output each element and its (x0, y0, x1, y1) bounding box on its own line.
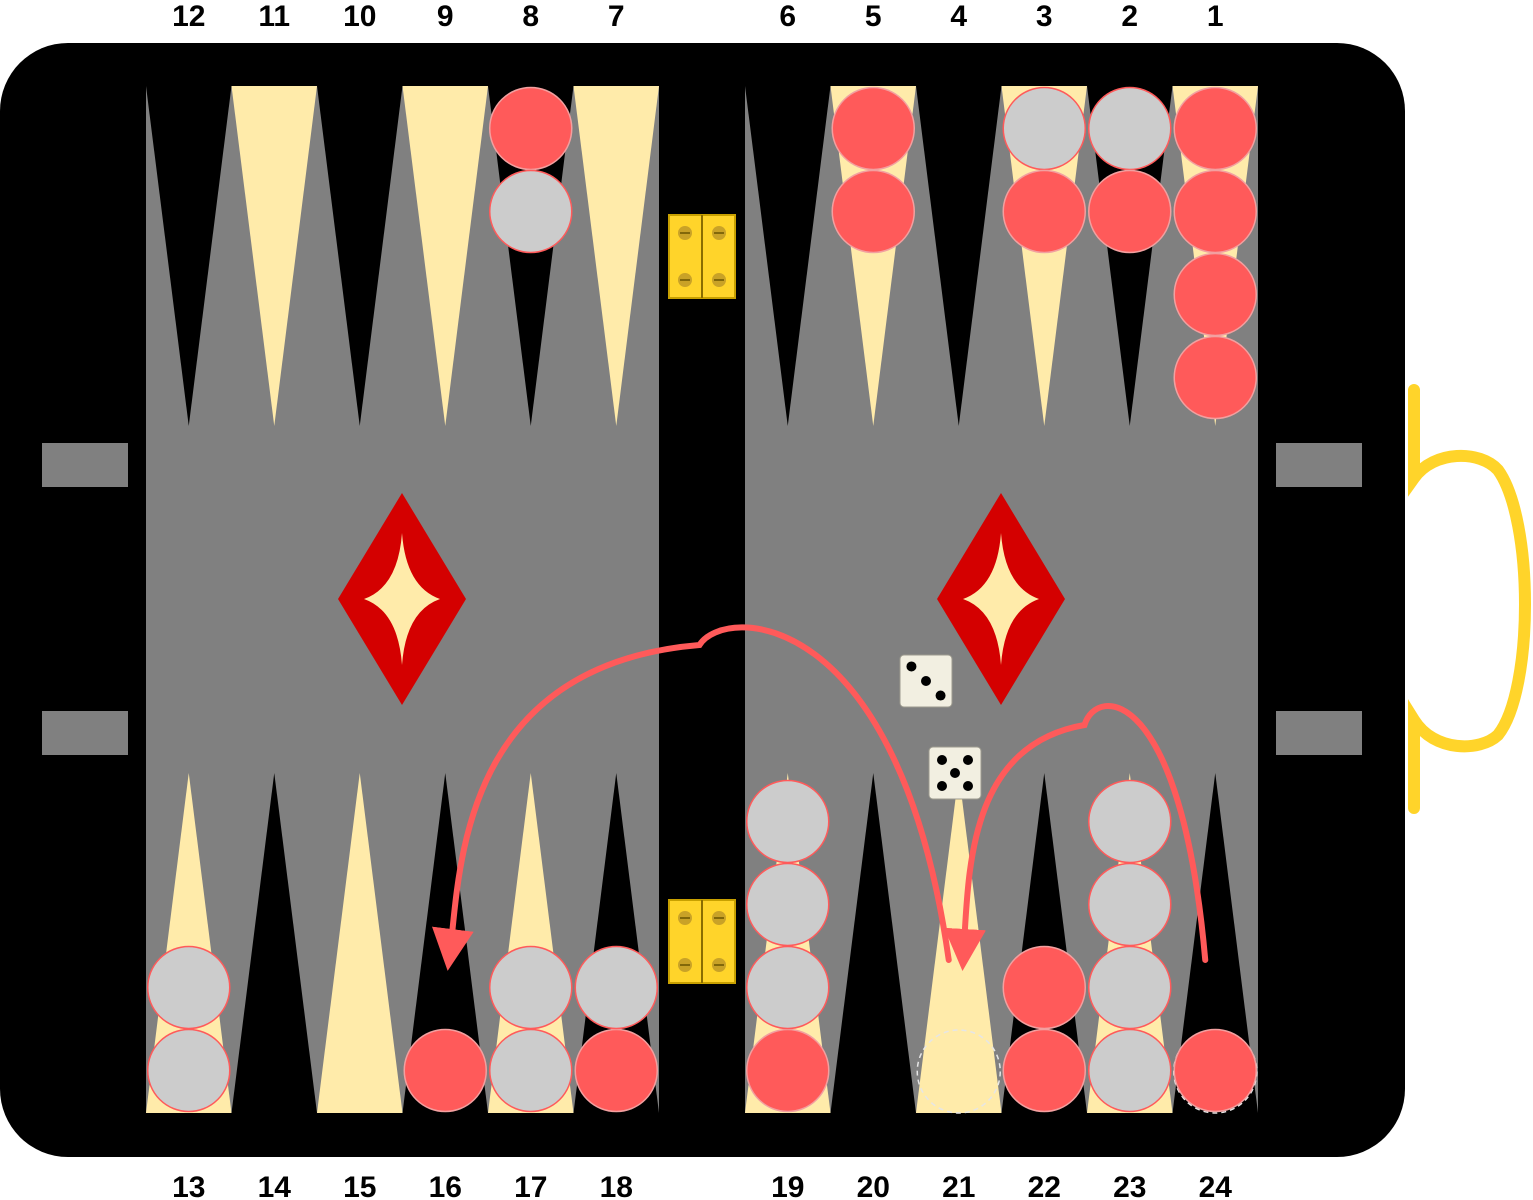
grey-checker[interactable] (1088, 86, 1172, 171)
point-label-3: 3 (1036, 0, 1053, 33)
point-label-21: 21 (942, 1171, 975, 1200)
point-17[interactable] (488, 773, 574, 1113)
handle (1408, 384, 1531, 814)
point-20[interactable] (830, 773, 917, 1113)
diamond-icon (338, 493, 466, 705)
point-12[interactable] (146, 86, 232, 426)
ghost-checker-21 (916, 1029, 1001, 1114)
point-label-14: 14 (258, 1171, 292, 1200)
diamond-icon (937, 493, 1065, 705)
grey-checker[interactable] (1088, 1028, 1172, 1113)
red-checker[interactable] (1173, 1028, 1257, 1113)
point-label-10: 10 (343, 0, 376, 33)
point-15[interactable] (317, 773, 403, 1113)
grey-checker[interactable] (489, 1028, 573, 1113)
point-label-23: 23 (1113, 1171, 1146, 1200)
grey-checker[interactable] (489, 169, 573, 254)
red-checker[interactable] (831, 86, 915, 171)
grey-checker[interactable] (147, 945, 231, 1030)
point-label-18: 18 (600, 1171, 633, 1200)
point-label-7: 7 (608, 0, 625, 33)
move-arrows (432, 624, 1209, 971)
red-checker[interactable] (1173, 252, 1257, 337)
die-2[interactable] (928, 746, 982, 800)
die-pip (950, 768, 960, 778)
grey-checker[interactable] (574, 945, 658, 1030)
point-18[interactable] (573, 773, 660, 1113)
grey-checker[interactable] (1088, 945, 1172, 1030)
point-label-12: 12 (172, 0, 205, 33)
point-label-5: 5 (865, 0, 882, 33)
die-pip (963, 755, 973, 765)
red-checker[interactable] (1173, 86, 1257, 171)
grey-checker[interactable] (147, 1028, 231, 1113)
red-checker[interactable] (1002, 169, 1086, 254)
grey-checker[interactable] (1088, 779, 1172, 864)
point-label-1: 1 (1207, 0, 1224, 33)
grey-checker[interactable] (746, 945, 830, 1030)
red-checker[interactable] (1173, 335, 1257, 420)
die-pip (937, 755, 947, 765)
red-checker[interactable] (1002, 945, 1086, 1030)
red-checker[interactable] (489, 86, 573, 171)
red-checker[interactable] (1088, 169, 1172, 254)
point-7[interactable] (573, 86, 660, 426)
die-1[interactable] (899, 654, 953, 708)
grey-checker[interactable] (1088, 862, 1172, 947)
point-label-16: 16 (429, 1171, 462, 1200)
point-label-13: 13 (172, 1171, 205, 1200)
red-checker[interactable] (574, 1028, 658, 1113)
point-9[interactable] (402, 86, 489, 426)
dice[interactable] (899, 654, 982, 800)
hinge-icon (668, 214, 736, 299)
point-24[interactable] (1172, 773, 1259, 1113)
grey-checker[interactable] (746, 862, 830, 947)
hinge-icon (668, 899, 736, 984)
move-arrow (944, 702, 1209, 971)
point-6[interactable] (745, 86, 831, 426)
point-3[interactable] (1001, 86, 1088, 426)
point-10[interactable] (317, 86, 403, 426)
point-label-20: 20 (857, 1171, 890, 1200)
die-pip (937, 781, 947, 791)
die-pip (935, 690, 946, 701)
die-pip (963, 781, 973, 791)
point-label-11: 11 (258, 0, 290, 33)
decorations (338, 214, 1065, 984)
point-label-24: 24 (1199, 1171, 1233, 1200)
point-label-17: 17 (514, 1171, 547, 1200)
point-4[interactable] (916, 86, 1002, 426)
die-pip (921, 676, 931, 686)
point-label-9: 9 (437, 0, 454, 33)
point-2[interactable] (1087, 86, 1173, 426)
point-label-19: 19 (771, 1171, 804, 1200)
die-pip (906, 661, 917, 672)
point-5[interactable] (830, 86, 917, 426)
point-14[interactable] (231, 773, 318, 1113)
red-checker[interactable] (1002, 1028, 1086, 1113)
move-arrow (432, 624, 952, 971)
grey-checker[interactable] (1002, 86, 1086, 171)
point-label-6: 6 (779, 0, 796, 33)
point-13[interactable] (146, 773, 232, 1113)
grey-checker[interactable] (746, 779, 830, 864)
point-11[interactable] (231, 86, 318, 426)
point-label-4: 4 (950, 0, 967, 33)
checkers[interactable] (147, 86, 1257, 1113)
point-label-2: 2 (1121, 0, 1138, 33)
red-checker[interactable] (403, 1028, 487, 1113)
point-label-22: 22 (1028, 1171, 1061, 1200)
point-label-8: 8 (522, 0, 539, 33)
point-22[interactable] (1001, 773, 1088, 1113)
red-checker[interactable] (831, 169, 915, 254)
grey-checker[interactable] (489, 945, 573, 1030)
bar-slots (42, 443, 1362, 755)
red-checker[interactable] (746, 1028, 830, 1113)
red-checker[interactable] (1173, 169, 1257, 254)
point-8[interactable] (488, 86, 574, 426)
point-label-15: 15 (343, 1171, 376, 1200)
